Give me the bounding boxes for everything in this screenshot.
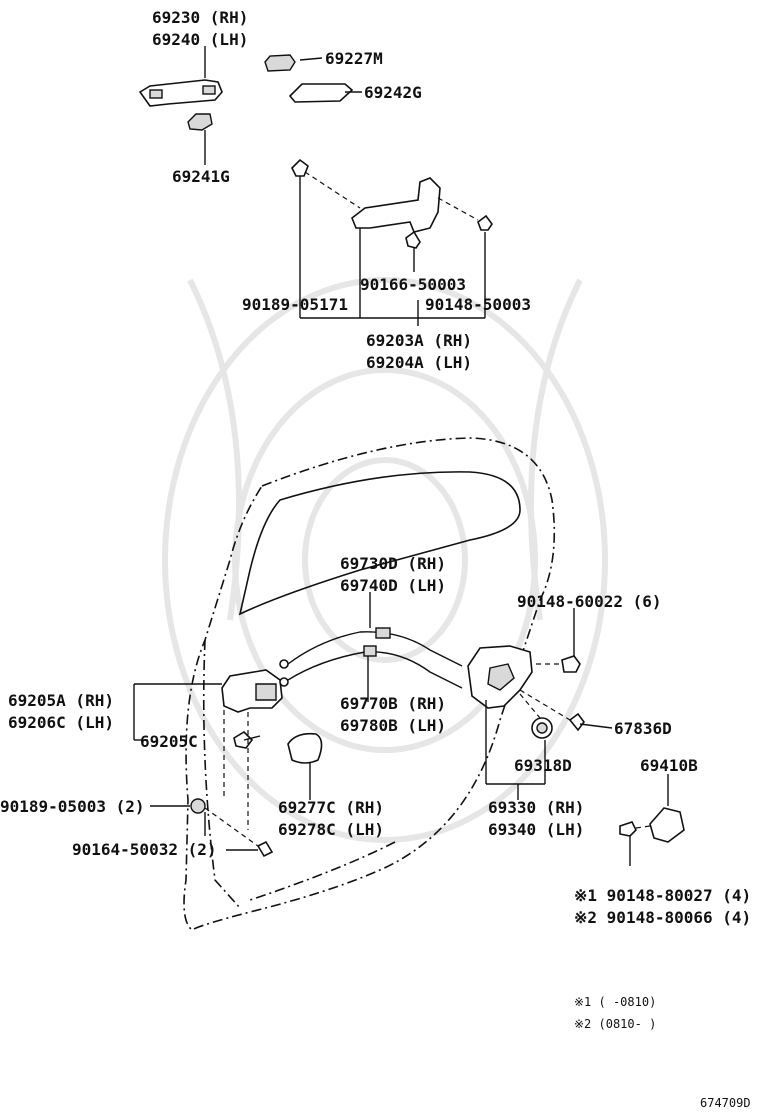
label-90148-80066: ※2 90148-80066 (4)	[574, 908, 751, 927]
label-67836D: 67836D	[614, 719, 672, 738]
footnote-1: ※1 ( -0810)	[574, 995, 656, 1009]
cable-clip-1	[375, 627, 391, 639]
bolt-90148-50003	[477, 214, 493, 231]
label-69340: 69340 (LH)	[488, 820, 584, 839]
label-69240: 69240 (LH)	[152, 30, 248, 49]
bolt-90189-05003	[190, 798, 206, 814]
label-69730D: 69730D (RH)	[340, 554, 446, 573]
diagram-code: 674709D	[700, 1096, 751, 1110]
label-90189-05003: 90189-05003 (2)	[0, 797, 145, 816]
label-90148-50003: 90148-50003	[425, 295, 531, 314]
handle-cap	[264, 54, 296, 72]
label-90166-50003: 90166-50003	[360, 275, 466, 294]
leader-lines-lower	[133, 592, 669, 866]
footnote-2: ※2 (0810- )	[574, 1017, 656, 1031]
outside-handle	[138, 79, 223, 107]
cable-clip-2	[363, 645, 377, 657]
label-90164-50032: 90164-50032 (2)	[72, 840, 217, 859]
watermark-logo	[162, 277, 608, 843]
handle-pad	[288, 83, 354, 103]
label-69318D: 69318D	[514, 756, 572, 775]
handle-frame	[351, 177, 441, 233]
label-90189-05171: 90189-05171	[242, 295, 348, 314]
label-69204A: 69204A (LH)	[366, 353, 472, 372]
label-69277C: 69277C (RH)	[278, 798, 384, 817]
handle-detail	[149, 89, 163, 99]
label-69770B: 69770B (RH)	[340, 694, 446, 713]
inner-edge-2	[249, 841, 396, 901]
outside-handle-parts	[138, 54, 493, 249]
cable-end-1	[279, 659, 289, 669]
label-90148-60022: 90148-60022 (6)	[517, 592, 662, 611]
label-69241G: 69241G	[172, 167, 230, 186]
label-69227M: 69227M	[325, 49, 383, 68]
label-69205A: 69205A (RH)	[8, 691, 114, 710]
label-69330: 69330 (RH)	[488, 798, 584, 817]
screw-90148-60022	[561, 655, 581, 673]
inside-handle-lever	[255, 683, 277, 701]
label-69278C: 69278C (LH)	[278, 820, 384, 839]
handle-pad-small	[187, 113, 213, 131]
screw-90164-50032	[256, 840, 274, 858]
striker-screw	[619, 821, 637, 837]
leader-lines-upper	[204, 46, 486, 326]
lower-parts	[190, 627, 685, 858]
clip-67836D	[568, 712, 585, 732]
label-69410B: 69410B	[640, 756, 698, 775]
grommet-center	[536, 722, 548, 734]
clip-69205C	[233, 730, 254, 749]
handle-bezel	[287, 732, 323, 764]
lock-detail	[487, 663, 515, 691]
handle-detail-2	[202, 85, 216, 95]
bolt-90189-05171	[291, 158, 309, 177]
bolt-90166-50003	[405, 230, 421, 249]
label-69206C: 69206C (LH)	[8, 713, 114, 732]
inner-edge	[202, 639, 241, 909]
cable-69730D	[287, 631, 463, 667]
label-69780B: 69780B (LH)	[340, 716, 446, 735]
label-69242G: 69242G	[364, 83, 422, 102]
door-panel	[183, 437, 556, 931]
label-90148-80027: ※1 90148-80027 (4)	[574, 886, 751, 905]
inside-handle	[221, 669, 283, 713]
label-69205C: 69205C	[140, 732, 198, 751]
label-69230: 69230 (RH)	[152, 8, 248, 27]
cable-end-2	[279, 677, 289, 687]
striker-69410B	[649, 807, 685, 843]
rear-door-outline	[183, 437, 556, 931]
window-frame	[238, 471, 521, 616]
label-69740D: 69740D (LH)	[340, 576, 446, 595]
label-69203A: 69203A (RH)	[366, 331, 472, 350]
